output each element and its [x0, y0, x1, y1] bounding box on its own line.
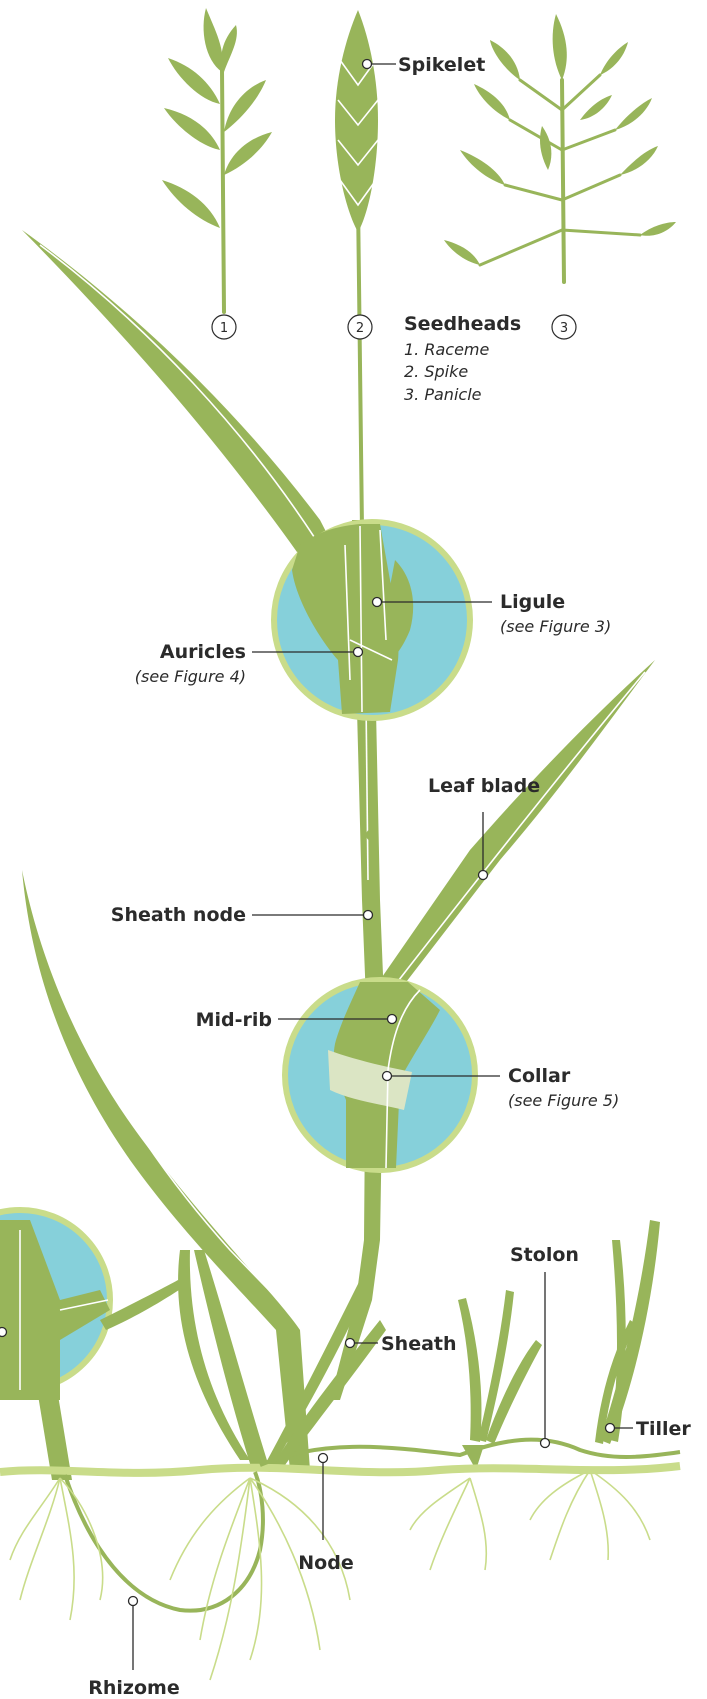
svg-text:Ligule: Ligule	[500, 591, 565, 613]
svg-text:3. Panicle: 3. Panicle	[404, 385, 482, 404]
svg-text:Seedheads: Seedheads	[404, 313, 521, 335]
seedhead-number-1: 1	[212, 315, 236, 339]
raceme-seedhead	[162, 8, 272, 312]
svg-text:Spikelet: Spikelet	[398, 54, 485, 76]
svg-text:Tiller: Tiller	[636, 1418, 691, 1440]
partial-left-magnifier	[0, 1210, 110, 1400]
svg-text:Collar: Collar	[508, 1065, 571, 1087]
callout-spikelet: Spikelet	[363, 54, 486, 76]
seedhead-number-2: 2	[348, 315, 372, 339]
middle-leaf-blade	[380, 660, 655, 990]
callout-partial-left	[0, 1328, 7, 1337]
svg-text:Leaf blade: Leaf blade	[428, 775, 540, 797]
svg-text:2: 2	[356, 321, 364, 336]
ground-line	[0, 1466, 680, 1473]
seedhead-number-3: 3	[552, 315, 576, 339]
callout-sheath-node: Sheath node	[111, 904, 373, 926]
ligule-magnifier	[274, 522, 470, 718]
spike-seedhead	[335, 10, 378, 530]
svg-text:(see Figure 4): (see Figure 4)	[135, 667, 246, 686]
svg-text:Auricles: Auricles	[160, 641, 246, 663]
collar-magnifier	[285, 980, 475, 1170]
svg-text:3: 3	[560, 321, 568, 336]
svg-text:(see Figure 3): (see Figure 3)	[500, 617, 611, 636]
svg-text:2. Spike: 2. Spike	[404, 362, 468, 381]
svg-text:Rhizome: Rhizome	[88, 1677, 179, 1699]
svg-text:1: 1	[220, 321, 228, 336]
callout-stolon: Stolon	[510, 1244, 579, 1448]
svg-text:Mid-rib: Mid-rib	[196, 1009, 272, 1031]
roots	[10, 1470, 650, 1680]
seedheads-legend: Seedheads 1. Raceme 2. Spike 3. Panicle	[404, 313, 521, 404]
svg-text:1. Raceme: 1. Raceme	[404, 340, 490, 359]
svg-text:Node: Node	[298, 1552, 353, 1574]
svg-text:Stolon: Stolon	[510, 1244, 579, 1266]
svg-text:Sheath: Sheath	[381, 1333, 457, 1355]
svg-text:(see Figure 5): (see Figure 5)	[508, 1091, 619, 1110]
tiller-sprout	[595, 1220, 660, 1444]
callout-rhizome: Rhizome	[88, 1597, 179, 1699]
svg-text:Sheath node: Sheath node	[111, 904, 246, 926]
